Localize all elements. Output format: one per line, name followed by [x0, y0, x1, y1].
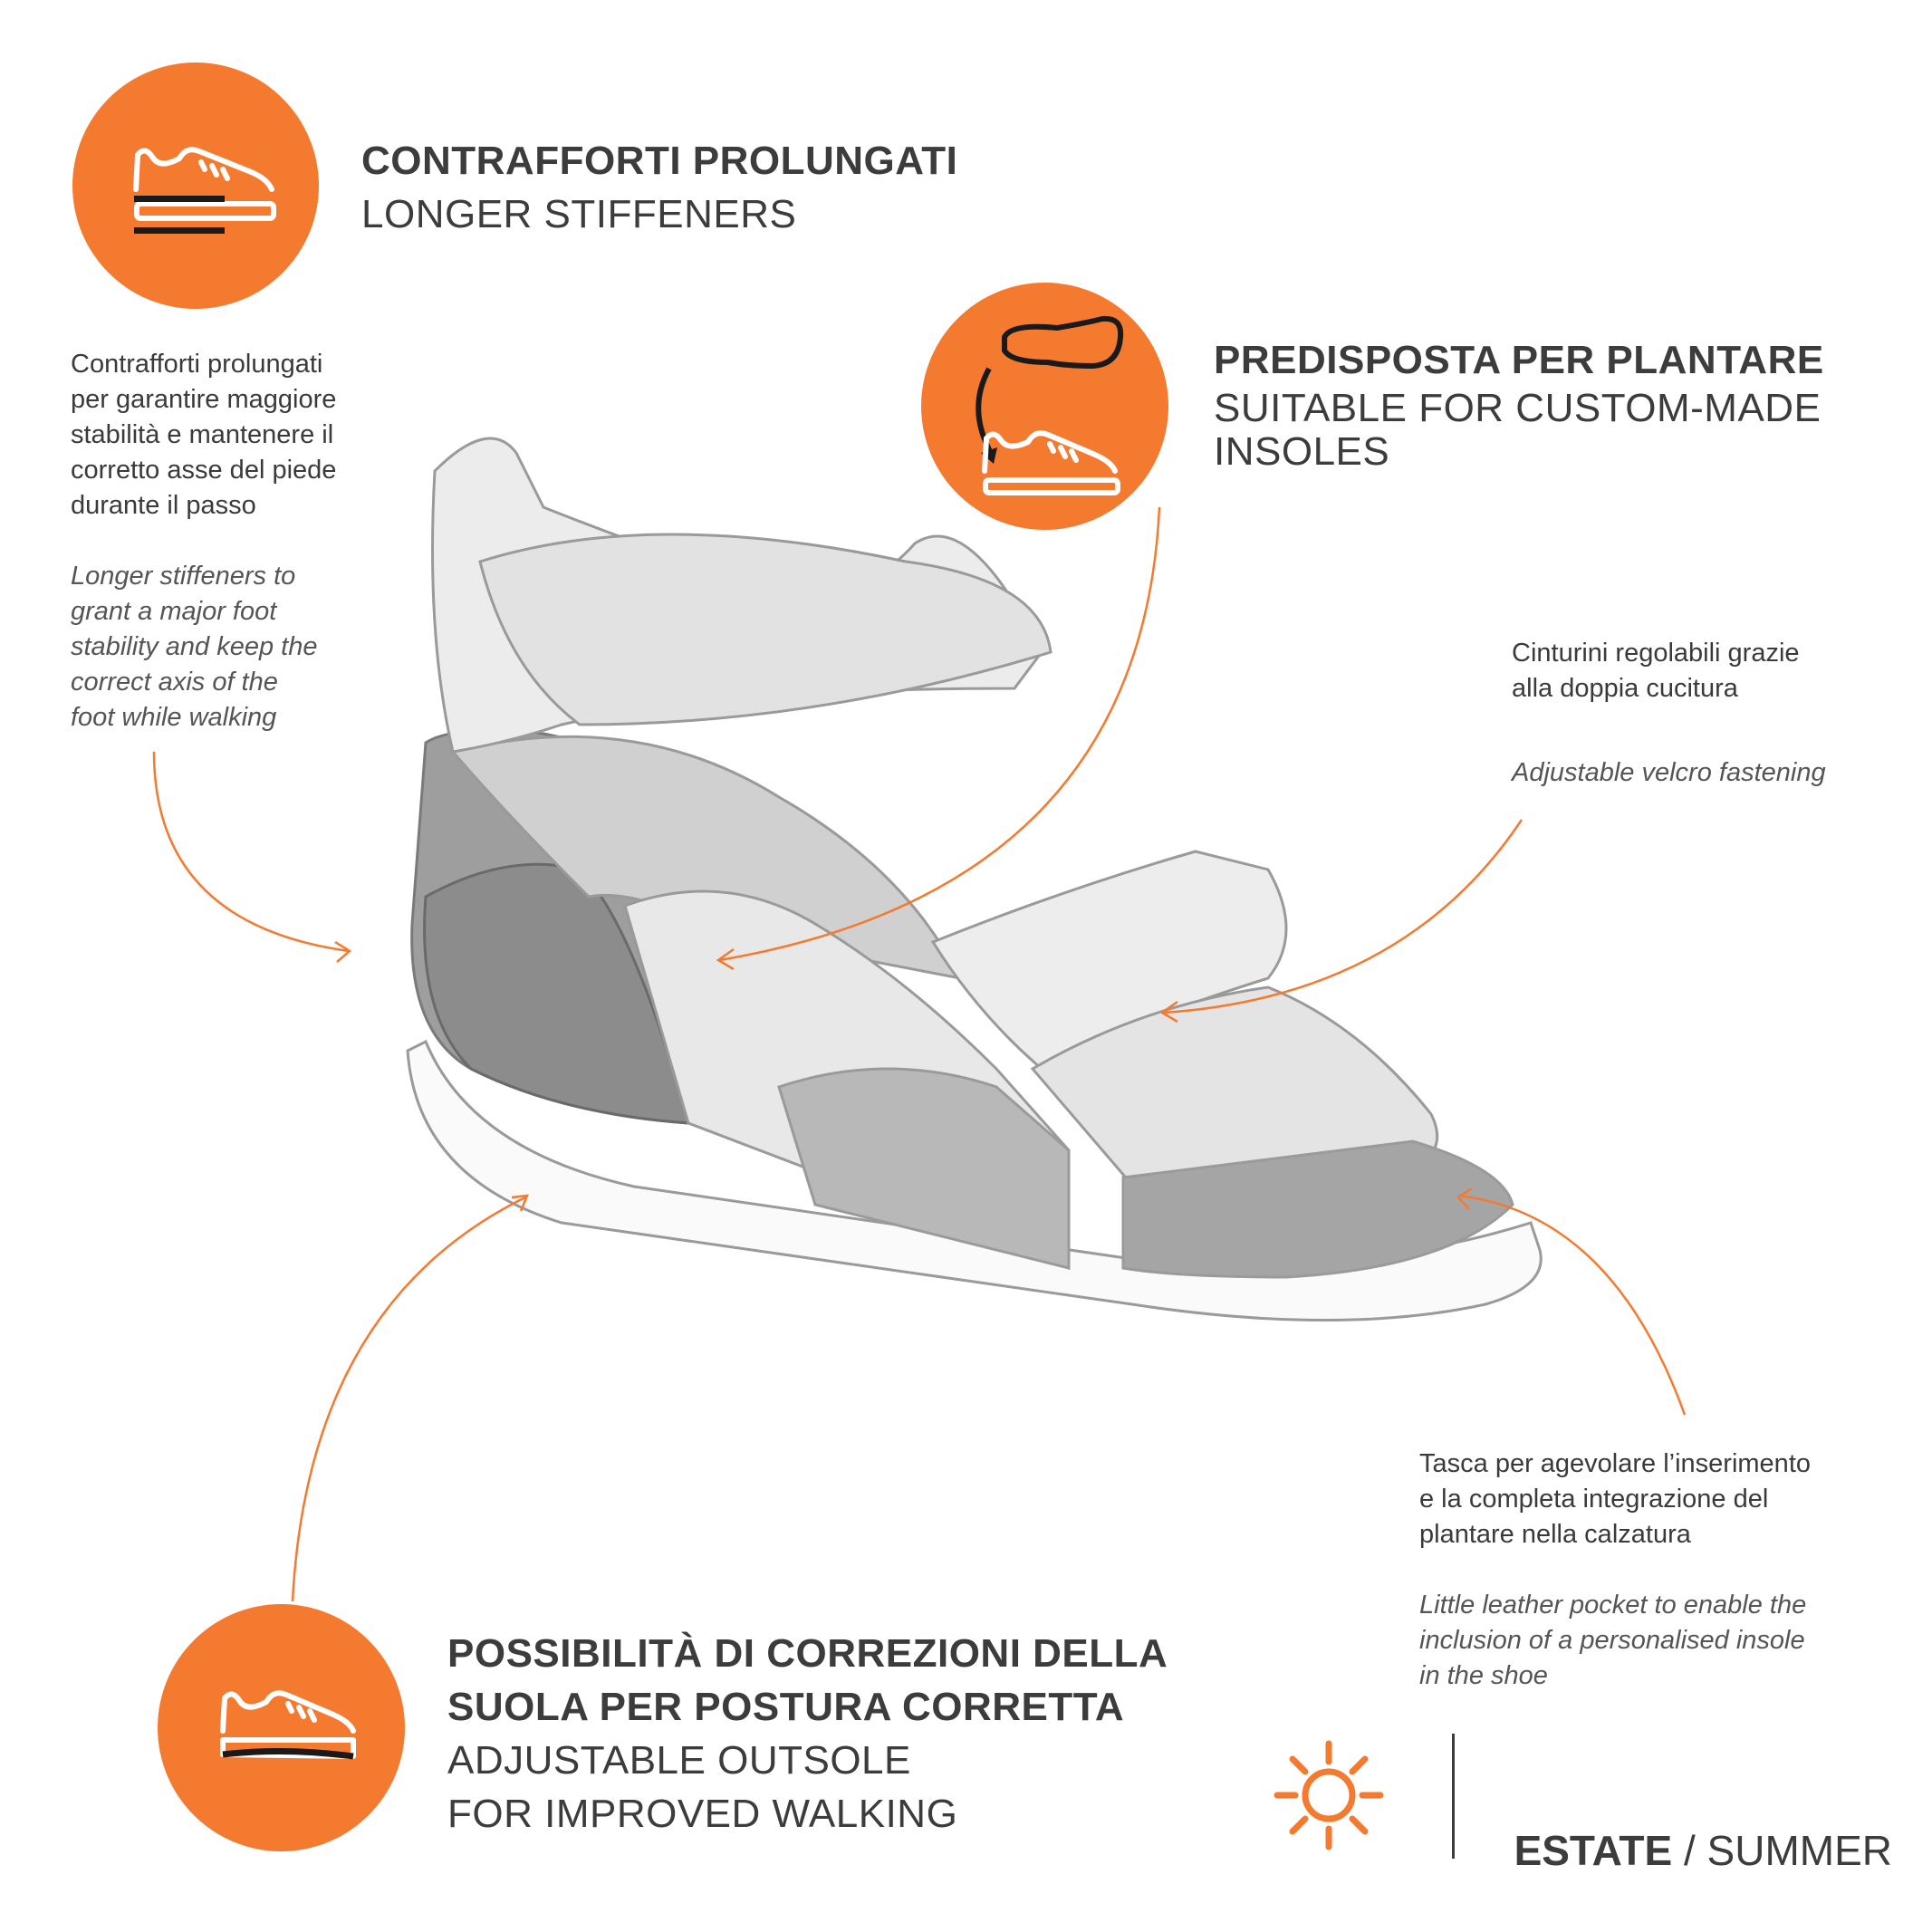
line: per garantire maggiore: [71, 385, 337, 414]
sun-icon: [1274, 1740, 1384, 1850]
line: Cinturini regolabili grazie: [1512, 639, 1800, 668]
season-it: ESTATE: [1514, 1827, 1673, 1874]
outsole-icon-badge: [158, 1604, 405, 1851]
line: durante il passo: [71, 491, 256, 520]
arrow-stiffeners: [152, 751, 350, 953]
line: Little leather pocket to enable the: [1419, 1591, 1807, 1620]
line: corretto asse del piede: [71, 456, 337, 485]
feature-outsole-title: POSSIBILITÀ DI CORREZIONI DELLA SUOLA PE…: [447, 1627, 1168, 1841]
line: foot while walking: [71, 703, 277, 732]
stiffeners-desc-it: Contrafforti prolungati per garantire ma…: [71, 347, 336, 524]
season-en: SUMMER: [1706, 1827, 1892, 1874]
season-label: ESTATE / SUMMER: [1491, 1777, 1892, 1875]
feature-insole-title: PREDISPOSTA PER PLANTARE SUITABLE FOR CU…: [1214, 333, 1824, 474]
stiffeners-desc-en: Longer stiffeners to grant a major foot …: [71, 559, 317, 735]
title-en-line: FOR IMPROVED WALKING: [447, 1792, 958, 1836]
arrow-insole: [719, 506, 1161, 962]
line: plantare nella calzatura: [1419, 1520, 1691, 1549]
title-it-line: SUOLA PER POSTURA CORRETTA: [447, 1685, 1125, 1729]
line: e la completa integrazione del: [1419, 1485, 1769, 1514]
shoe-outsole-icon: [220, 1690, 356, 1760]
arrow-outsole: [291, 1196, 526, 1602]
pocket-desc-en: Little leather pocket to enable the incl…: [1419, 1588, 1806, 1694]
velcro-desc-it: Cinturini regolabili grazie alla doppia …: [1512, 636, 1800, 706]
velcro-desc-en: Adjustable velcro fastening: [1512, 758, 1826, 787]
line: stability and keep the: [71, 632, 318, 661]
pocket-desc-it: Tasca per agevolare l’inserimento e la c…: [1419, 1447, 1811, 1552]
stiffener-icon-badge: [72, 62, 319, 309]
insole-icon-badge: [921, 283, 1168, 530]
season-separator: /: [1672, 1827, 1707, 1874]
sandal-drawing: [406, 437, 1543, 1322]
line: correct axis of the: [71, 668, 278, 697]
shoe-stiffener-icon: [133, 147, 276, 234]
feature-stiffeners-title: CONTRAFFORTI PROLUNGATI LONGER STIFFENER…: [361, 134, 957, 241]
line: Longer stiffeners to: [71, 562, 296, 591]
title-it: PREDISPOSTA PER PLANTARE: [1214, 338, 1824, 382]
line: Tasca per agevolare l’inserimento: [1419, 1449, 1811, 1478]
arrow-velcro: [1163, 819, 1523, 1014]
line: in the shoe: [1419, 1661, 1548, 1690]
title-it: CONTRAFFORTI PROLUNGATI: [361, 139, 958, 183]
line: Contrafforti prolungati: [71, 350, 323, 379]
line: inclusion of a personalised insole: [1419, 1626, 1805, 1655]
title-en-line: INSOLES: [1214, 429, 1390, 474]
title-en-line: ADJUSTABLE OUTSOLE: [447, 1738, 911, 1783]
line: alla doppia cucitura: [1512, 674, 1738, 703]
insole-into-shoe-icon: [976, 315, 1124, 495]
season-divider: [1452, 1734, 1455, 1859]
arrow-pocket: [1457, 1194, 1687, 1416]
title-en-line: SUITABLE FOR CUSTOM-MADE: [1214, 386, 1821, 430]
line: stabilità e mantenere il: [71, 420, 334, 449]
callout-arrows: [152, 506, 1687, 1602]
title-en: LONGER STIFFENERS: [361, 192, 797, 236]
title-it-line: POSSIBILITÀ DI CORREZIONI DELLA: [447, 1631, 1168, 1676]
line: grant a major foot: [71, 597, 277, 626]
